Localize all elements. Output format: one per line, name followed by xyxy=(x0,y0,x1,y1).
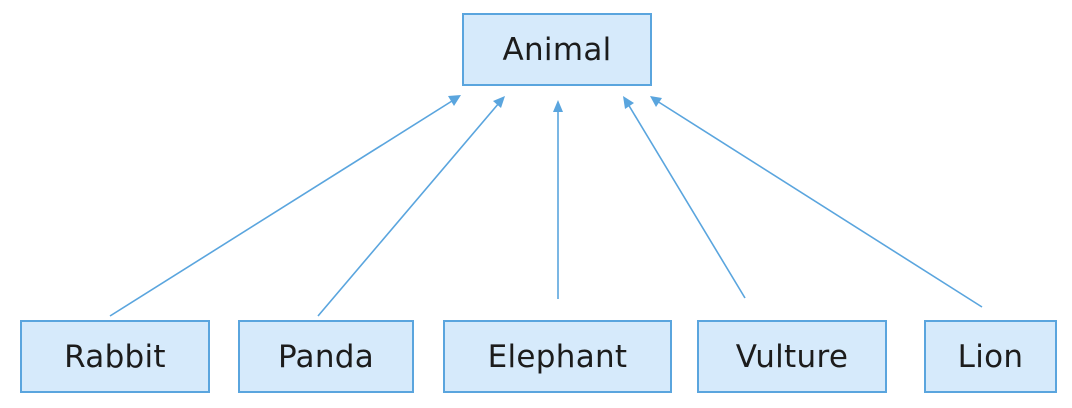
arrowhead xyxy=(493,96,505,108)
edge-lion-to-animal xyxy=(650,96,983,308)
edge-elephant-to-animal xyxy=(553,100,563,299)
node-panda: Panda xyxy=(238,320,414,393)
arrowhead xyxy=(448,95,461,106)
node-label: Lion xyxy=(957,338,1024,375)
node-label: Rabbit xyxy=(64,338,166,375)
node-vulture: Vulture xyxy=(697,320,887,393)
node-elephant: Elephant xyxy=(443,320,672,393)
node-label: Animal xyxy=(502,31,612,68)
edge-panda-to-animal xyxy=(317,96,505,317)
edge-rabbit-to-animal xyxy=(109,95,461,317)
node-label: Vulture xyxy=(735,338,849,375)
arrowhead xyxy=(650,96,662,107)
node-label: Panda xyxy=(277,338,375,375)
arrowhead xyxy=(623,96,634,109)
edge-vulture-to-animal xyxy=(623,96,746,299)
node-lion: Lion xyxy=(924,320,1057,393)
node-label: Elephant xyxy=(487,338,628,375)
node-animal: Animal xyxy=(462,13,652,86)
node-rabbit: Rabbit xyxy=(20,320,210,393)
arrowhead xyxy=(553,100,563,112)
